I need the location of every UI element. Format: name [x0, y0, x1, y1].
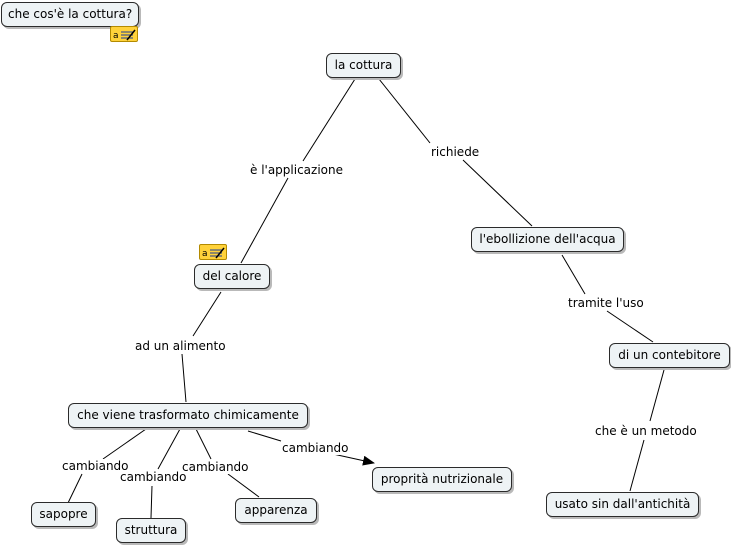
- link-cambiando-sapore: [67, 473, 83, 504]
- link-trasformato-cambiando-struttura: [157, 428, 181, 470]
- node-root-question[interactable]: che cos'è la cottura?: [1, 2, 139, 27]
- link-applicazione-calore: [240, 177, 289, 264]
- label-tramite: tramite l'uso: [567, 296, 645, 310]
- link-cambiando-struttura: [150, 485, 153, 519]
- node-ebollizione[interactable]: l'ebollizione dell'acqua: [471, 227, 624, 252]
- node-la-cottura[interactable]: la cottura: [326, 53, 401, 78]
- link-cambiando-apparenza: [227, 473, 260, 498]
- note-icon[interactable]: a: [110, 26, 138, 42]
- link-cambiando-nutrizionale: [332, 453, 375, 466]
- node-nutrizionale[interactable]: proprità nutrizionale: [372, 467, 512, 492]
- link-trasformato-cambiando-nutrizionale: [247, 430, 282, 442]
- link-cottura-applicazione: [302, 78, 356, 162]
- link-metodo-antichita: [629, 439, 645, 492]
- label-cambiando-apparenza: cambiando: [181, 460, 250, 474]
- note-letter: a: [202, 249, 208, 259]
- node-trasformato[interactable]: che viene trasformato chimicamente: [68, 403, 308, 428]
- label-cambiando-sapore: cambiando: [61, 459, 130, 473]
- link-richiede-ebollizione: [462, 159, 533, 227]
- label-cambiando-nutrizionale: cambiando: [281, 441, 350, 455]
- label-alimento: ad un alimento: [134, 339, 227, 353]
- link-cottura-richiede: [378, 78, 431, 144]
- label-metodo: che è un metodo: [594, 424, 698, 438]
- note-letter: a: [113, 31, 119, 41]
- label-richiede: richiede: [430, 145, 481, 159]
- link-alimento-trasformato: [181, 353, 187, 403]
- link-contenitore-metodo: [649, 369, 665, 422]
- node-sapore[interactable]: sapopre: [31, 502, 96, 527]
- link-trasformato-cambiando-apparenza: [195, 428, 212, 460]
- node-del-calore[interactable]: del calore: [194, 264, 270, 289]
- node-struttura[interactable]: struttura: [116, 518, 186, 543]
- label-applicazione: è l'applicazione: [249, 163, 344, 177]
- link-calore-alimento: [192, 291, 222, 337]
- node-antichita[interactable]: usato sin dall'antichità: [546, 492, 699, 517]
- node-contenitore[interactable]: di un contebitore: [609, 343, 730, 368]
- link-trasformato-cambiando-sapore: [102, 428, 147, 460]
- label-cambiando-struttura: cambiando: [119, 470, 188, 484]
- node-apparenza[interactable]: apparenza: [235, 498, 317, 523]
- link-tramite-contenitore: [606, 310, 654, 343]
- link-ebollizione-tramite: [561, 254, 586, 295]
- note-icon[interactable]: a: [199, 244, 227, 260]
